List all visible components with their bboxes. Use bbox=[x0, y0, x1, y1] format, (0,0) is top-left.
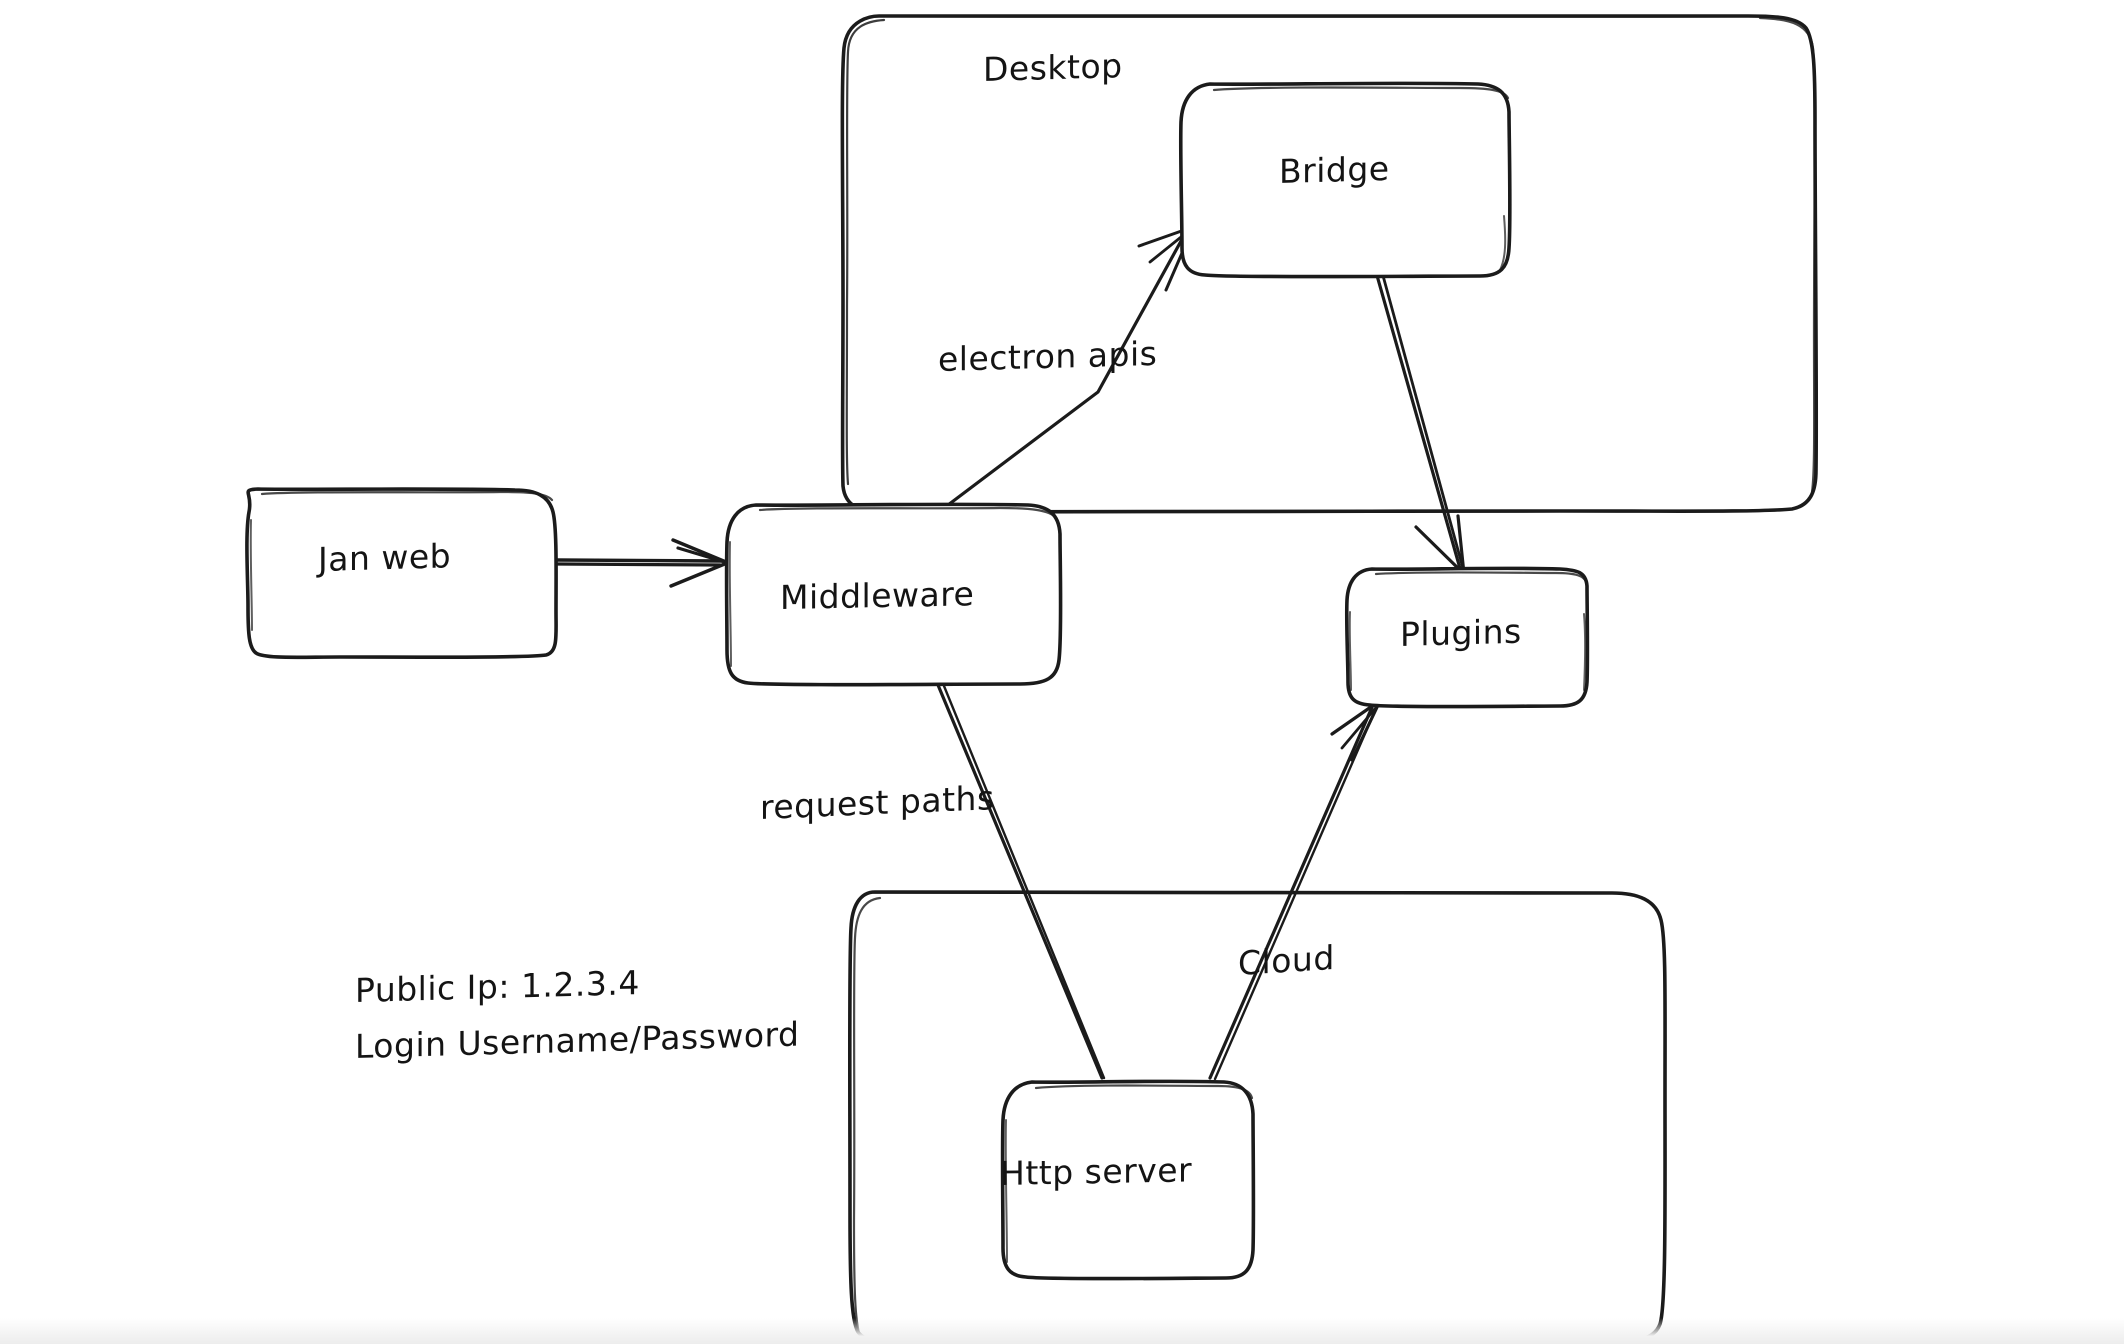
edge-bridge-to-plugins bbox=[1374, 270, 1466, 576]
node-label-plugins: Plugins bbox=[1400, 611, 1522, 654]
note-public-ip: Public Ip: 1.2.3.4 bbox=[355, 963, 640, 1010]
node-http-server-shape[interactable] bbox=[1000, 1079, 1256, 1281]
edge-label-electron-apis: electron apis bbox=[938, 333, 1158, 379]
node-label-middleware: Middleware bbox=[780, 574, 975, 617]
node-label-http-server: Http server bbox=[1000, 1150, 1193, 1193]
node-plugins-shape[interactable] bbox=[1344, 566, 1590, 709]
node-label-jan-web: Jan web bbox=[318, 536, 452, 579]
edge-jan-web-to-middleware bbox=[554, 538, 730, 588]
node-middleware-shape[interactable] bbox=[724, 502, 1063, 687]
edge-label-cloud: Cloud bbox=[1238, 937, 1335, 983]
group-label-desktop: Desktop bbox=[983, 46, 1123, 89]
node-label-bridge: Bridge bbox=[1279, 148, 1390, 191]
node-jan-web-shape[interactable] bbox=[245, 487, 558, 660]
edge-middleware-to-http-server bbox=[936, 683, 1106, 1080]
edge-http-server-to-plugins bbox=[1208, 700, 1381, 1081]
node-bridge-shape[interactable] bbox=[1178, 81, 1512, 279]
